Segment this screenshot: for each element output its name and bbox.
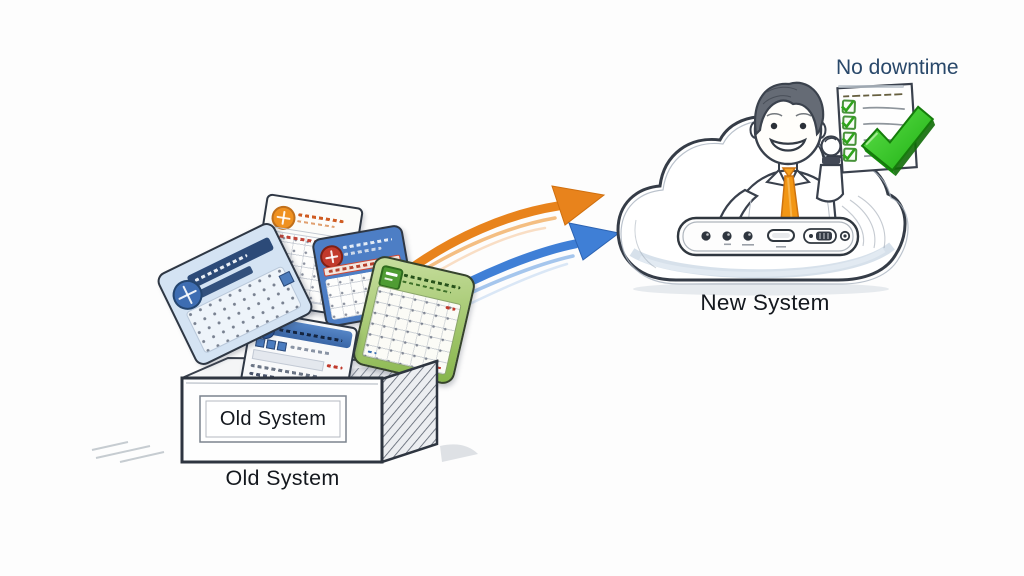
hair xyxy=(753,81,825,137)
checklist-title-scribble xyxy=(843,93,903,98)
migration-arrow-orange xyxy=(404,185,606,286)
cloud-control-panel xyxy=(676,216,860,257)
raised-arm xyxy=(815,163,845,203)
old-system-box xyxy=(91,359,478,464)
box-label-panel xyxy=(199,395,347,443)
port-dots xyxy=(701,231,754,246)
card-title-scribble xyxy=(342,237,393,250)
big-check-icon xyxy=(860,105,936,177)
smile xyxy=(769,137,807,152)
no-downtime-badge: No downtime xyxy=(836,56,959,79)
old-system-caption: Old System xyxy=(225,466,340,490)
wristband xyxy=(822,157,840,164)
old-system-box-label: Old System xyxy=(219,407,327,430)
usb-c-port xyxy=(767,229,795,248)
person-drawing xyxy=(714,81,845,238)
raised-fist xyxy=(820,135,842,157)
toggle-switch xyxy=(803,228,837,244)
card-title-scribble xyxy=(279,328,343,343)
round-port xyxy=(839,230,851,242)
badge-underline xyxy=(838,85,904,88)
new-system-label: New System xyxy=(700,290,830,315)
